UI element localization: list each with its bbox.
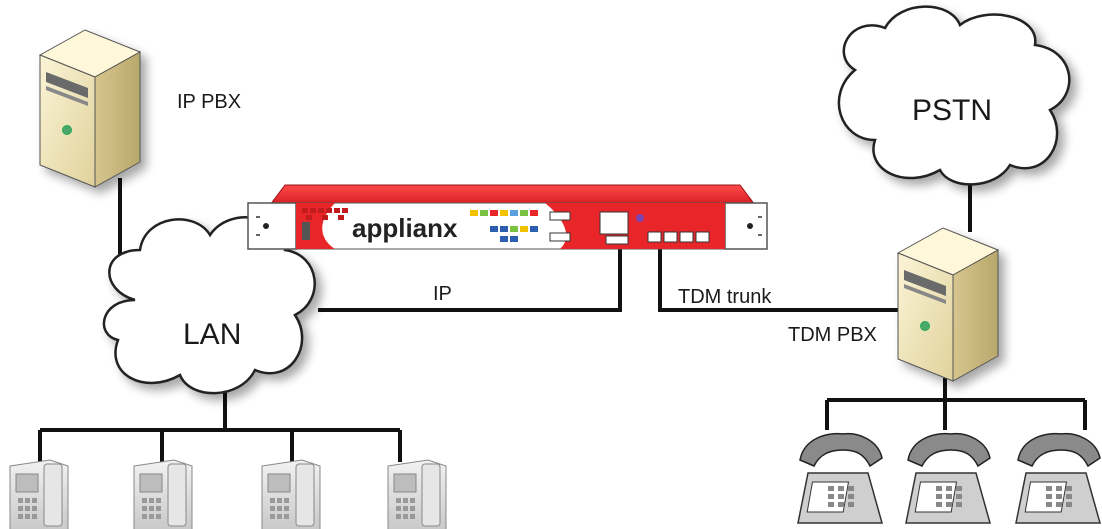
- applianx-appliance: applianx: [247, 184, 768, 250]
- tdm-pbx-server: [896, 227, 1000, 382]
- analog-phone-icon: [797, 432, 883, 524]
- analog-phones: [797, 432, 1101, 524]
- tdm-pbx-label: TDM PBX: [788, 324, 877, 346]
- analog-phone-icon: [905, 432, 991, 524]
- ip-phones: [9, 459, 447, 529]
- ip-phone-icon: [261, 459, 321, 529]
- ip-pbx-label: IP PBX: [177, 91, 242, 113]
- tdm-trunk-label: TDM trunk: [678, 286, 772, 308]
- appliance-brand-logo: applianx: [352, 213, 458, 243]
- analog-phone-icon: [1015, 432, 1101, 524]
- ip-link-label: IP: [433, 283, 452, 305]
- ip-link-line: [318, 240, 622, 312]
- lan-label: LAN: [183, 318, 242, 351]
- connection-lines: [38, 178, 1087, 462]
- ip-pbx-server: [38, 29, 142, 188]
- ip-phone-icon: [9, 459, 69, 529]
- pstn-label: PSTN: [912, 94, 993, 127]
- ip-phone-icon: [387, 459, 447, 529]
- pstn-cloud: [837, 5, 1071, 186]
- tdm-trunk-line: [658, 240, 905, 312]
- lan-cloud: [102, 216, 316, 395]
- ip-phone-icon: [133, 459, 193, 529]
